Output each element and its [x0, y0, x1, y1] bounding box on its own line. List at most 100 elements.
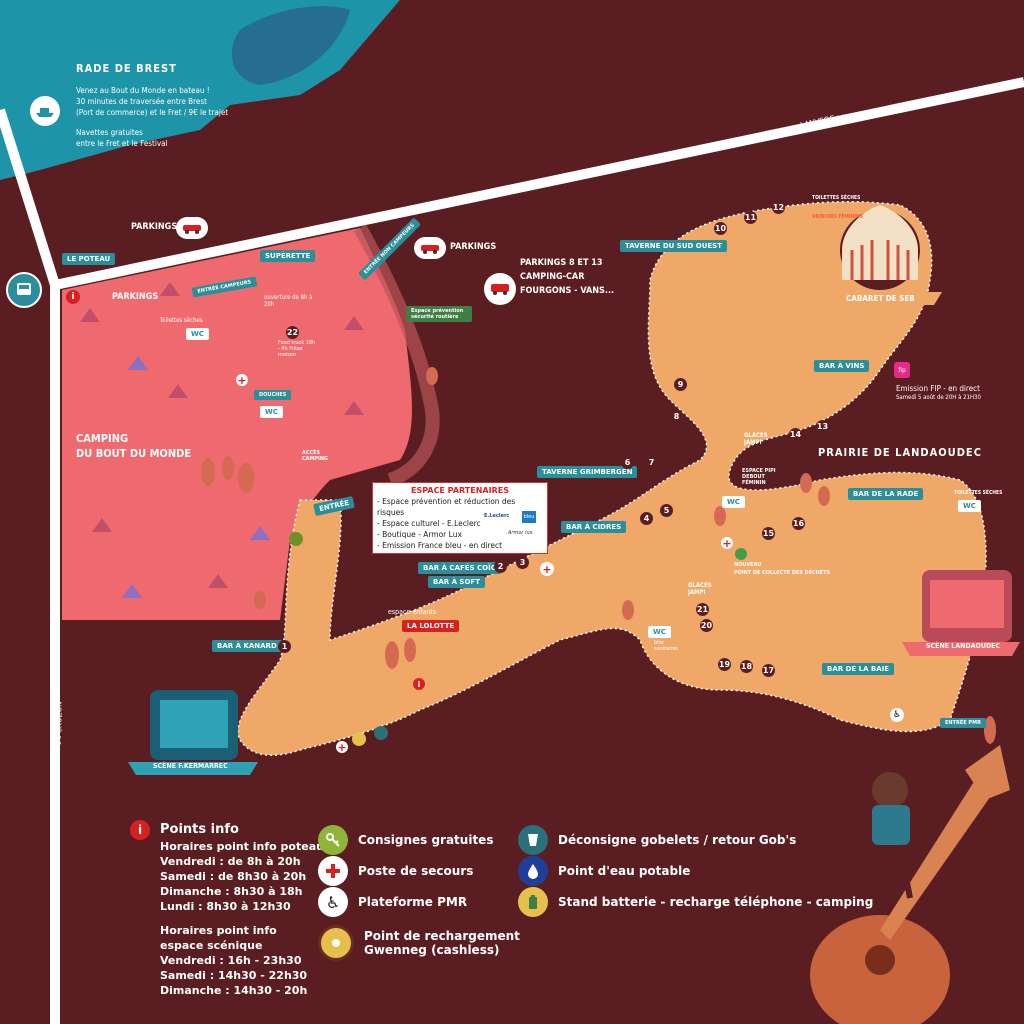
label-foodtruck: Food truck 18h - 4h Frites maison [278, 340, 316, 358]
label-parkings-8-13: PARKINGS 8 ET 13 [520, 258, 603, 268]
wc-pipi: WC [722, 496, 745, 508]
partners-item-4: - Emission France bleu - en direct [377, 541, 503, 550]
label-toilettes-right: TOILETTES SÈCHES [954, 490, 1003, 496]
stand-number-7: 7 [645, 456, 658, 469]
legend-secours: Poste de secours [318, 856, 473, 886]
road-label-crozon: << CROZON [54, 701, 64, 748]
sign-bar-a-vins: BAR À VINS [814, 360, 870, 372]
stand-number-13: 13 [816, 420, 829, 433]
sign-espace-prevention: Espace prévention sécurité routière [406, 306, 472, 322]
wheelchair-icon: ♿ [318, 887, 348, 917]
cabaret-label: CABARET DE SEB [846, 294, 915, 303]
stand-number-21: 21 [696, 603, 709, 616]
sea-text-3: (Port de commerce) et le Fret / 9€ le tr… [76, 108, 229, 117]
first-aid-kid-icon: + [540, 562, 554, 576]
partners-item-3: - Boutique - Armor Lux [377, 530, 462, 539]
first-aid-camping-icon: + [236, 373, 248, 387]
legend-eau-label: Point d'eau potable [558, 864, 691, 878]
wc-right: WC [958, 500, 981, 512]
info-scenique-line-2: Samedi : 14h30 - 22h30 [160, 969, 308, 982]
lockers-camping-icon [289, 532, 303, 546]
sign-bar-a-cidres: BAR À CIDRES [561, 521, 627, 533]
road-lanveoc [53, 77, 1024, 290]
partners-item-2: - Espace culturel - E.Leclerc [377, 519, 481, 528]
label-emission-fip: Emission FIP - en direct [896, 384, 980, 393]
stand-number-10: 10 [714, 222, 727, 235]
cabaret-tent [818, 205, 942, 305]
info-scenique-header-1: Horaires point info [160, 924, 277, 937]
legend-consignes: Consignes gratuites [318, 825, 493, 855]
stand-number-5: 5 [660, 504, 673, 517]
label-emission-fip-2: Samedi 5 août de 20H à 21H30 [896, 394, 981, 401]
stand-number-16: 16 [792, 517, 805, 530]
guitar-illustration [810, 745, 1010, 1024]
label-glaces-jampi-mid: GLACES JAMPI [688, 582, 712, 596]
camper-van-icon [484, 273, 516, 305]
legend-consignes-label: Consignes gratuites [358, 833, 494, 847]
bus-icon [6, 272, 42, 308]
prairie-label: PRAIRIE DE LANDAOUDEC [818, 446, 982, 459]
label-toilettes-camping: Toilettes sèches [160, 317, 203, 324]
fip-logo: fip [894, 362, 910, 378]
wc-douches: WC [260, 406, 283, 418]
first-aid-mid-icon: + [721, 536, 733, 550]
sign-le-poteau: LE POTEAU [62, 253, 116, 265]
stand-number-9: 9 [674, 378, 687, 391]
cup-icon [518, 825, 548, 855]
camping-tents [80, 282, 364, 598]
info-poteau-line-1: Vendredi : de 8h à 20h [160, 855, 301, 868]
france-bleu-logo: bleu [522, 511, 536, 523]
label-bloc-sanitaires: bloc sanitaires [654, 640, 679, 652]
sign-taverne-grimbergen: TAVERNE GRIMBERGEN [537, 466, 638, 478]
stand-number-3: 3 [516, 556, 529, 569]
label-acces-camping: ACCÈS CAMPING [302, 450, 329, 462]
info-scenique-line-3: Dimanche : 14h30 - 20h [160, 984, 308, 997]
label-espace-enfants: espace enfants [388, 608, 437, 616]
sign-taverne-sud-ouest: TAVERNE DU SUD OUEST [620, 240, 727, 252]
label-parkings-top: PARKINGS [131, 222, 178, 232]
scene-kermarrec-label: SCÈNE F.KERMARREC [153, 762, 228, 770]
stand-number-4: 4 [640, 512, 653, 525]
stand-number-18: 18 [740, 660, 753, 673]
info-point-poteau-icon[interactable]: i [66, 290, 80, 304]
label-parkings-left: PARKINGS [112, 292, 159, 302]
partners-item-1: - Espace prévention et réduction des ris… [377, 497, 516, 517]
boat-icon [30, 96, 60, 126]
deconsigne-scene-icon [374, 726, 388, 740]
legend-recharge: Point de rechargement Gwenneg (cashless) [318, 925, 520, 961]
sea-text-1: Venez au Bout du Monde en bateau ! [76, 86, 210, 95]
info-scenique-line-1: Vendredi : 16h - 23h30 [160, 954, 302, 967]
info-scenique-header-2: espace scénique [160, 939, 263, 952]
stage-landaoudec [902, 570, 1020, 656]
legend-deconsigne: Déconsigne gobelets / retour Gob's [518, 825, 796, 855]
camping-area [62, 228, 412, 620]
stand-number-8: 8 [670, 410, 683, 423]
waste-collection-icon [735, 548, 747, 560]
stand-number-17: 17 [762, 664, 775, 677]
sign-la-loloute: LA LOLOTTE [402, 620, 460, 632]
sea-title: RADE DE BREST [76, 62, 177, 75]
legend-pmr: ♿ Plateforme PMR [318, 887, 467, 917]
water-drop-icon [518, 856, 548, 886]
trees [201, 367, 996, 744]
info-poteau-line-2: Samedi : de 8h30 à 20h [160, 870, 307, 883]
label-urinoirs: URINOIRS FÉMININS [812, 214, 864, 220]
label-camping-car: CAMPING-CAR [520, 272, 585, 282]
legend-eau: Point d'eau potable [518, 856, 690, 886]
car-icon-mid [414, 237, 446, 259]
sign-bar-a-kanard: BAR À KANARD [212, 640, 282, 652]
first-aid-scene-icon: + [336, 740, 348, 754]
label-glaces-jampi-top: GLACES JAMPI [744, 432, 768, 446]
stand-number-14: 14 [789, 428, 802, 441]
info-poteau-line-4: Lundi : 8h30 à 12h30 [160, 900, 291, 913]
stand-number-1: 1 [278, 640, 291, 653]
legend-pmr-label: Plateforme PMR [358, 895, 468, 909]
stand-number-6: 6 [621, 456, 634, 469]
label-fourgons: FOURGONS - VANS... [520, 286, 615, 296]
partners-title: ESPACE PARTENAIRES [411, 486, 509, 495]
info-point-scene-icon[interactable]: i [413, 678, 425, 690]
festival-area [238, 201, 986, 756]
sea-text-2: 30 minutes de traversée entre Brest [76, 97, 207, 106]
